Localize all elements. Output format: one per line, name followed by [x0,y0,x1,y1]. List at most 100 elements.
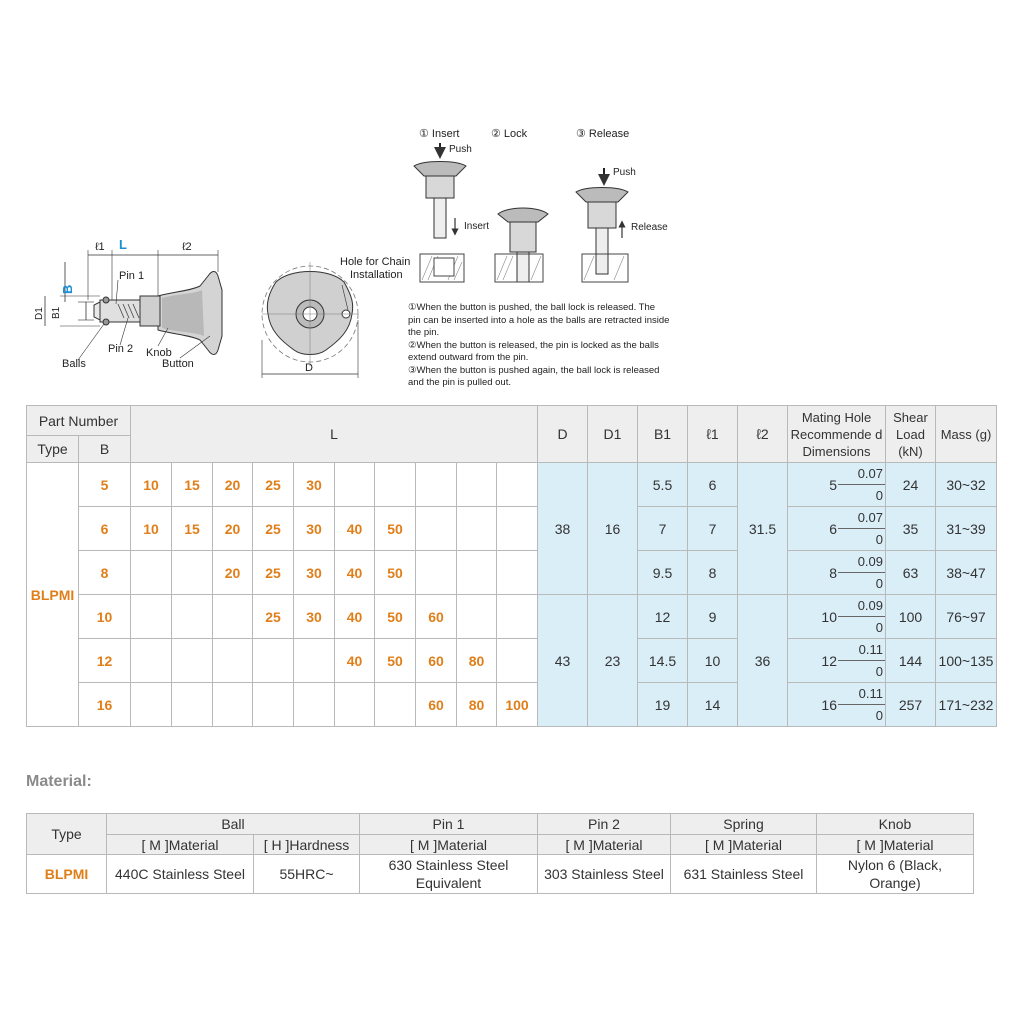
l-cell: 60 [415,682,457,727]
mat-ball-hardness: 55HRC~ [253,854,360,894]
mass-cell: 31~39 [935,506,997,551]
l-cell [171,550,213,595]
operation-notes: ①When the button is pushed, the ball loc… [408,302,670,390]
l-cell: 25 [252,550,294,595]
l1-cell: 6 [687,462,738,507]
b-cell: 10 [78,594,131,639]
l-cell: 10 [130,506,172,551]
l-cell: 25 [252,594,294,639]
l-cell: 80 [456,638,497,683]
material-table: Type Ball Pin 1 Pin 2 Spring Knob [ M ]M… [26,813,974,894]
l-cell: 30 [293,462,335,507]
l1-cell: 8 [687,550,738,595]
operation-steps: ① Insert ② Lock ③ Release Push Insert Pu… [413,128,668,283]
l-cell: 10 [130,462,172,507]
dim-B1: B1 [51,306,62,319]
push-1: Push [449,144,472,155]
l1-cell: 10 [687,638,738,683]
d1-cell: 23 [587,594,638,727]
label-pin2: Pin 2 [108,343,133,355]
hole-tol-lower: 0 [875,488,883,503]
b-cell: 16 [78,682,131,727]
hdr-l1: ℓ1 [687,405,738,463]
hole-tol-lower: 0 [875,620,883,635]
l-cell: 100 [496,682,538,727]
l-cell [334,462,375,507]
note-1: ①When the button is pushed, the ball loc… [408,302,670,338]
mass-cell: 100~135 [935,638,997,683]
hole-nominal: 6 [829,520,837,537]
mat-spring-material: 631 Stainless Steel [670,854,817,894]
l-cell: 30 [293,550,335,595]
b-cell: 12 [78,638,131,683]
l-cell: 20 [212,550,253,595]
step-lock: ② Lock [491,128,528,140]
b-cell: 6 [78,506,131,551]
mat-hdr-spring: Spring [670,813,817,835]
hole-tol-lower: 0 [875,576,883,591]
mat-hdr-pin2: Pin 2 [537,813,671,835]
hole-tol-lower: 0 [875,532,883,547]
hole-tol-lower: 0 [875,664,883,679]
l-cell [374,462,416,507]
mass-cell: 30~32 [935,462,997,507]
l-cell: 40 [334,594,375,639]
l-cell [212,682,253,727]
mat-sub-spring-material: [ M ]Material [670,834,817,855]
note-3: ③When the button is pushed again, the ba… [408,364,660,389]
mat-sub-pin1-material: [ M ]Material [359,834,538,855]
step-release: ③ Release [576,128,629,140]
mat-hdr-pin1: Pin 1 [359,813,538,835]
shear-load-cell: 63 [885,550,936,595]
b-cell: 5 [78,462,131,507]
mat-ball-material: 440C Stainless Steel [106,854,254,894]
l-cell [374,682,416,727]
step-insert: ① Insert [419,128,459,140]
d1-cell: 16 [587,462,638,595]
l-cell [171,638,213,683]
hole-tol-upper: 0.11 [838,684,885,705]
shear-load-cell: 35 [885,506,936,551]
l-cell [171,594,213,639]
l-cell [456,594,497,639]
l-cell: 60 [415,594,457,639]
d-cell: 43 [537,594,588,727]
l-cell: 80 [456,682,497,727]
b1-cell: 9.5 [637,550,688,595]
dim-l2: ℓ2 [182,241,192,253]
b1-cell: 12 [637,594,688,639]
dim-l1: ℓ1 [95,241,105,253]
mat-hdr-type: Type [26,813,107,855]
l-cell [130,682,172,727]
hole-tol-upper: 0.07 [838,464,885,485]
l-cell: 15 [171,462,213,507]
mat-pin1-material: 630 Stainless Steel Equivalent [359,854,538,894]
insert-label: Insert [464,221,489,232]
hdr-B: B [78,435,131,463]
material-title: Material: [26,773,92,790]
b1-cell: 7 [637,506,688,551]
l-cell [456,506,497,551]
mat-hdr-knob: Knob [816,813,974,835]
l-cell: 50 [374,594,416,639]
shear-load-cell: 144 [885,638,936,683]
hole-nominal: 12 [821,652,837,669]
l-cell: 15 [171,506,213,551]
l1-cell: 9 [687,594,738,639]
b1-cell: 14.5 [637,638,688,683]
l-cell [415,550,457,595]
l1-cell: 14 [687,682,738,727]
hdr-L: L [130,405,538,463]
hole-nominal: 10 [821,608,837,625]
l-cell [171,682,213,727]
push-3: Push [613,167,636,178]
l-cell: 30 [293,594,335,639]
hdr-D: D [537,405,588,463]
